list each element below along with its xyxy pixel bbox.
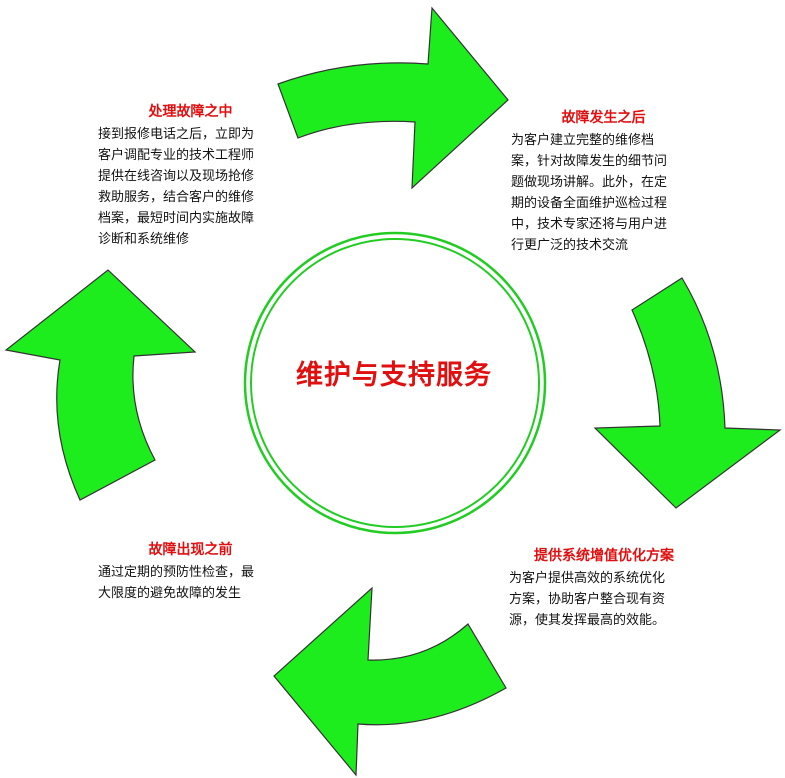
block-value-body: 为客户提供高效的系统优化 方案，协助客户整合现有资 源，使其发挥最高的效能。 — [509, 571, 666, 628]
center-title: 维护与支持服务 — [296, 360, 492, 391]
arrow-top — [277, 6, 509, 190]
arrow-right — [593, 277, 782, 509]
block-during: 处理故障之中 接到报修电话之后，立即为 客户调配专业的技术工程师 提供在线咨询以… — [98, 101, 283, 250]
block-during-body: 接到报修电话之后，立即为 客户调配专业的技术工程师 提供在线咨询以及现场抢修 救… — [98, 127, 255, 247]
block-after: 故障发生之后 为客户建立完整的维修档 案，针对故障发生的细节问 题做现场讲解。此… — [511, 107, 696, 256]
arrow-bottom — [273, 586, 507, 777]
block-after-body: 为客户建立完整的维修档 案，针对故障发生的细节问 题做现场讲解。此外，在定 期的… — [511, 133, 668, 253]
center-ring-outer — [243, 231, 547, 535]
block-before-body: 通过定期的预防性检查，最 大限度的避免故障的发生 — [98, 565, 255, 601]
block-before-title: 故障出现之前 — [148, 542, 233, 558]
block-before: 故障出现之前 通过定期的预防性检查，最 大限度的避免故障的发生 — [98, 539, 283, 604]
block-after-title: 故障发生之后 — [561, 110, 646, 126]
center-ring-inner — [250, 238, 540, 528]
block-during-title: 处理故障之中 — [148, 104, 233, 120]
block-value: 提供系统增值优化方案 为客户提供高效的系统优化 方案，协助客户整合现有资 源，使… — [509, 545, 699, 631]
arrow-left — [4, 269, 197, 501]
block-value-title: 提供系统增值优化方案 — [534, 548, 674, 564]
